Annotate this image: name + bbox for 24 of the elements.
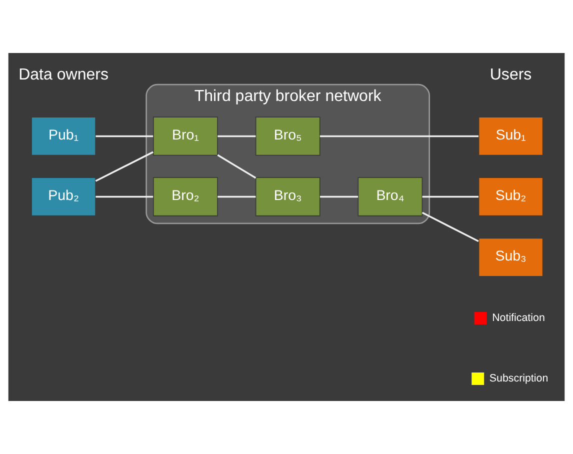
node-box: Bro₅ — [255, 116, 320, 156]
node-box: Bro₄ — [358, 177, 423, 216]
label: Users — [490, 66, 532, 84]
connector — [217, 154, 256, 179]
connector — [422, 212, 479, 242]
connector — [422, 196, 478, 198]
node-box: Pub₁ — [31, 116, 96, 156]
connector — [320, 135, 478, 138]
node-box: Sub₂ — [478, 177, 544, 216]
node-box: Bro₂ — [153, 177, 218, 216]
legend-label: Subscription — [489, 372, 548, 385]
connector — [320, 196, 358, 198]
legend-label: Notification — [492, 312, 545, 324]
connector — [95, 151, 154, 182]
node-box: Pub₂ — [31, 177, 96, 216]
node-box: Sub₁ — [478, 116, 544, 156]
node-box: Bro₃ — [255, 177, 320, 216]
connector — [96, 135, 154, 138]
label: Data owners — [18, 66, 109, 84]
connector — [218, 196, 256, 198]
node-box: Sub₃ — [478, 238, 544, 277]
connector — [96, 196, 154, 198]
node-box: Bro₁ — [153, 116, 218, 156]
connector — [218, 135, 256, 138]
